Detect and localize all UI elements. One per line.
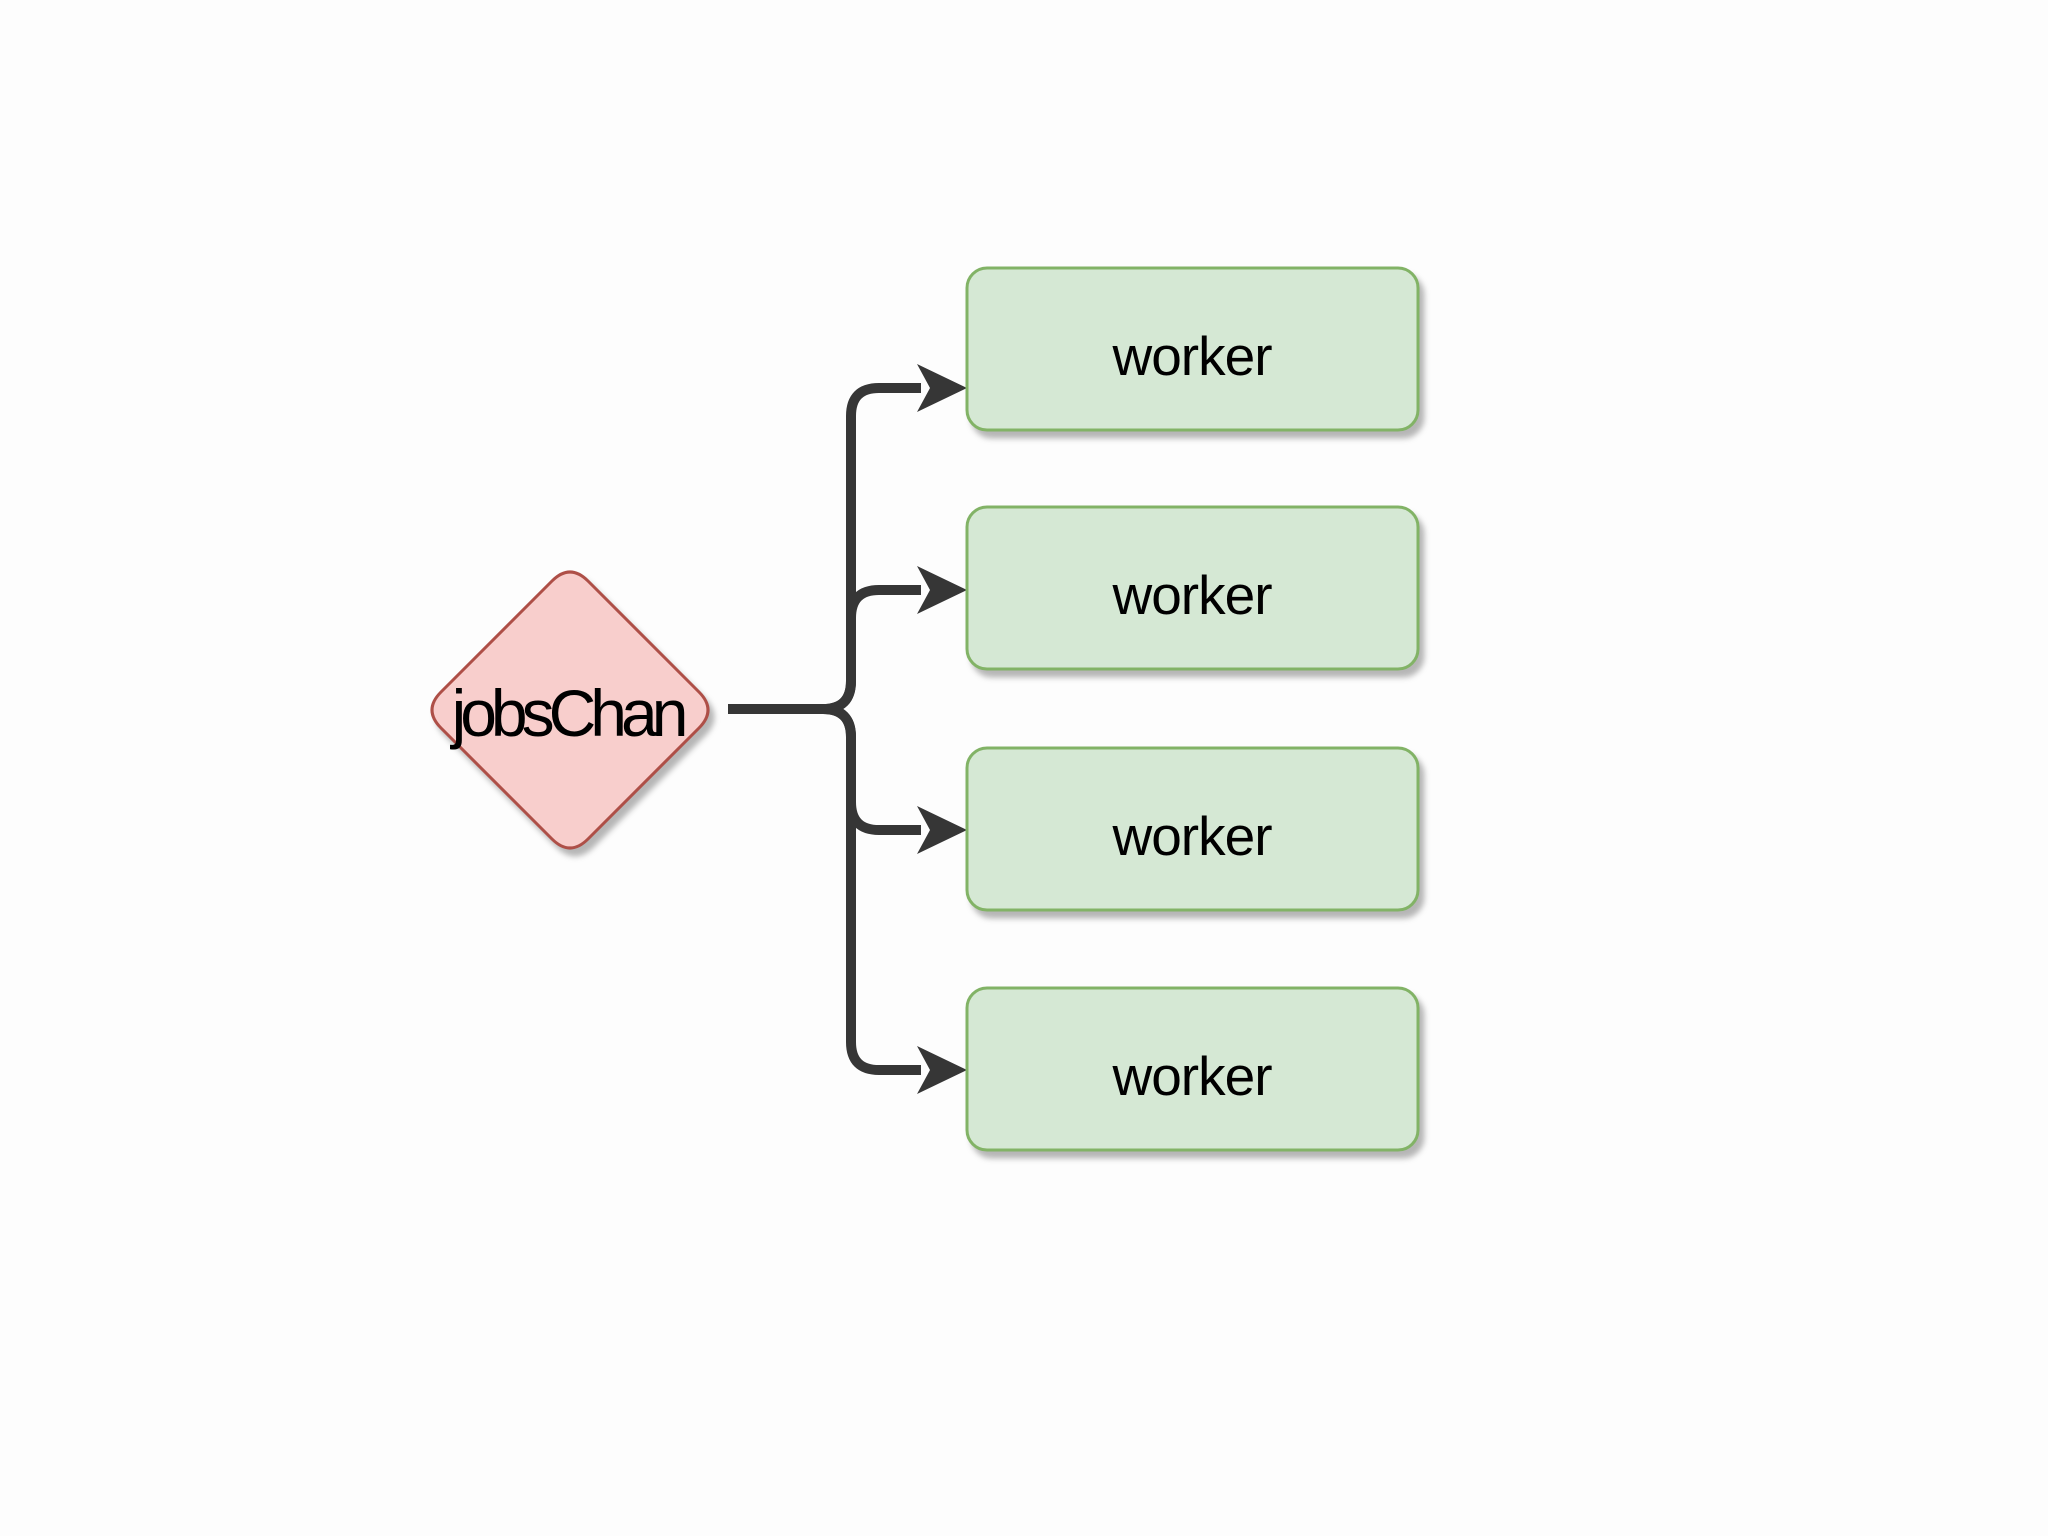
edge-jobschan-to-worker-4 — [728, 704, 921, 1075]
arrowhead-worker-1-icon — [917, 364, 967, 412]
worker-3-box — [965, 746, 1420, 912]
channel-node: jobsChan — [430, 570, 710, 850]
worker-4-box — [965, 986, 1420, 1152]
worker-3-label: worker — [1111, 805, 1272, 867]
worker-node-2: worker — [965, 505, 1420, 671]
edge-jobschan-to-worker-1 — [728, 383, 921, 714]
edge-jobschan-to-worker-3 — [728, 704, 921, 835]
worker-2-label: worker — [1111, 564, 1272, 626]
arrowhead-worker-4-icon — [917, 1046, 967, 1094]
worker-node-3: worker — [965, 746, 1420, 912]
worker-node-1: worker — [965, 266, 1420, 432]
edge-jobschan-to-worker-2 — [728, 585, 921, 714]
channel-label: jobsChan — [450, 676, 685, 750]
worker-1-box — [965, 266, 1420, 432]
edge-group — [728, 364, 967, 1094]
worker-2-box — [965, 505, 1420, 671]
worker-4-label: worker — [1111, 1045, 1272, 1107]
worker-node-4: worker — [965, 986, 1420, 1152]
arrowhead-worker-2-icon — [917, 566, 967, 614]
channel-diamond-shape — [430, 570, 710, 850]
worker-1-label: worker — [1111, 325, 1272, 387]
arrowhead-worker-3-icon — [917, 806, 967, 854]
